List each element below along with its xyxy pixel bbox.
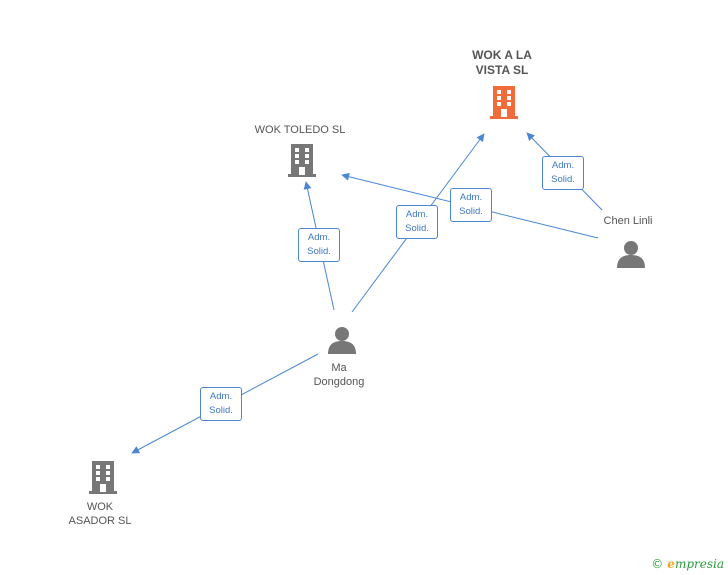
edge-badge-line2: Solid. [405,223,429,234]
edge-badge-line2: Solid. [209,405,233,416]
building-icon[interactable] [488,84,520,120]
building-icon[interactable] [87,459,119,495]
edge-badge-line1: Adm. [307,232,331,243]
brand-initial: e [667,557,675,571]
edge-badge-line2: Solid. [307,246,331,257]
person-icon[interactable] [326,324,358,356]
building-icon[interactable] [286,142,318,178]
edge-badge-line1: Adm. [209,391,233,402]
edge-badge-chen-to-vista[interactable]: Adm. Solid. [542,156,584,190]
node-label-wok-toledo[interactable]: WOK TOLEDO SL [254,124,346,136]
edge-badge-chen-to-toledo[interactable]: Adm. Solid. [450,188,492,222]
node-label-chen-linli[interactable]: Chen Linli [603,215,653,227]
edge-badge-line1: Adm. [405,209,429,220]
copyright-icon: © [651,557,664,571]
node-label-wok-asador[interactable]: WOK ASADOR SL [68,501,132,527]
edge-badge-line2: Solid. [459,206,483,217]
edge-badge-ma-to-toledo[interactable]: Adm. Solid. [298,228,340,262]
edge-badge-line2: Solid. [551,174,575,185]
edge-badge-line1: Adm. [551,160,575,171]
edge-badge-ma-to-vista[interactable]: Adm. Solid. [396,205,438,239]
node-label-ma-dongdong[interactable]: Ma Dongdong [313,362,365,388]
person-icon[interactable] [615,238,647,270]
edge-badge-line1: Adm. [459,192,483,203]
edge-badge-ma-to-asador[interactable]: Adm. Solid. [200,387,242,421]
brand-name: mpresia [674,557,724,571]
brand-footer: ©empresia [651,557,724,571]
node-label-wok-a-la-vista[interactable]: WOK A LA VISTA SL [472,48,532,77]
